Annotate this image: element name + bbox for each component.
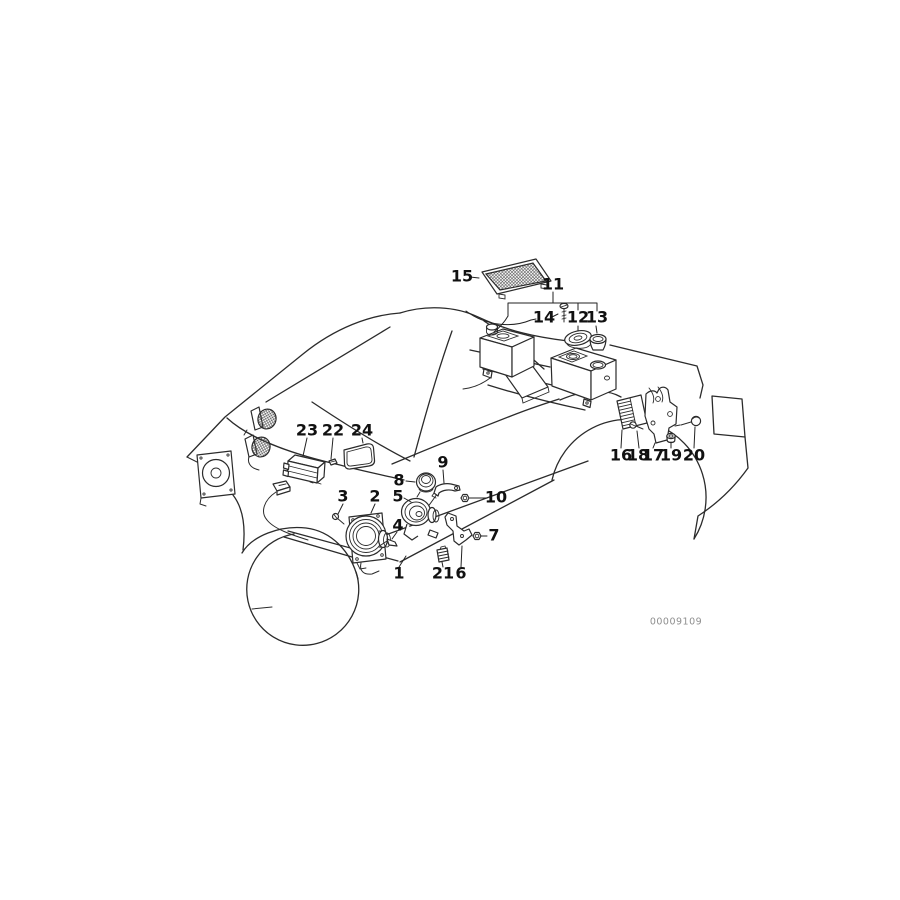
rear-tweeter-part-8 xyxy=(415,472,437,498)
cover-plate-part-24 xyxy=(343,443,376,470)
spade-terminal-part-4 xyxy=(380,538,398,547)
callout-3: 3 xyxy=(337,487,348,506)
callout-17: 17 xyxy=(642,446,664,465)
screw-part-18 xyxy=(629,421,644,430)
callout-9: 9 xyxy=(437,453,448,472)
hood-a-pillar-line xyxy=(186,312,401,458)
callout-11: 11 xyxy=(542,275,564,294)
door-sill-line xyxy=(311,401,411,462)
callout-16: 16 xyxy=(610,446,632,465)
callout-21: 21 xyxy=(432,564,454,583)
callout-1: 1 xyxy=(393,564,404,583)
screw-part-3 xyxy=(331,512,345,525)
clip-part-22 xyxy=(328,458,338,466)
bracket-part-9 xyxy=(431,483,461,499)
rear-shelf-edge xyxy=(609,344,704,399)
roof-line xyxy=(399,307,569,342)
radio-wire xyxy=(263,491,309,541)
callout-numbers: 1 2 3 4 5 6 7 8 9 10 11 12 13 14 15 16 1… xyxy=(296,267,705,583)
diagram-id-watermark: 00009109 xyxy=(650,617,702,628)
under-shelf-line xyxy=(487,384,586,411)
head-unit-part-23 xyxy=(282,454,326,485)
grommet-part-13 xyxy=(589,333,607,351)
callout-24: 24 xyxy=(351,421,373,440)
quarter-beltline xyxy=(391,398,560,465)
callout-20: 20 xyxy=(683,446,705,465)
nut-part-7 xyxy=(472,531,482,541)
callout-14: 14 xyxy=(533,308,555,327)
door-speaker-part-2 xyxy=(345,512,391,570)
front-arch-tick xyxy=(251,606,273,610)
callout-8: 8 xyxy=(393,471,404,490)
callout-5: 5 xyxy=(392,487,403,506)
nut-part-19 xyxy=(666,432,676,444)
bolt-part-20 xyxy=(674,415,702,427)
callout-22: 22 xyxy=(322,421,344,440)
wiring-harness xyxy=(247,377,491,575)
callout-7: 7 xyxy=(488,526,499,545)
callout-10: 10 xyxy=(485,488,507,507)
speaker-cone-base xyxy=(566,343,591,349)
speaker-grille-part-15 xyxy=(481,258,552,300)
callout-13: 13 xyxy=(586,308,608,327)
windshield-inner-line xyxy=(265,326,391,403)
front-lower-line-b xyxy=(283,536,353,558)
speaker-cone-part-12 xyxy=(564,329,592,347)
rear-wheel-arch xyxy=(551,418,707,540)
callout-18: 18 xyxy=(627,446,649,465)
rear-speaker-box-left-part-11 xyxy=(479,323,550,404)
callout-12: 12 xyxy=(567,308,589,327)
front-door-speaker xyxy=(196,450,236,507)
front-tweeter-lower xyxy=(244,434,271,458)
car-body-outline xyxy=(186,307,749,646)
front-valance-line xyxy=(232,494,245,551)
tail-light-panel xyxy=(711,395,746,438)
rocker-line xyxy=(399,479,555,563)
speaker2-wire xyxy=(360,562,380,575)
front-wheel-arch xyxy=(241,526,359,580)
callout-6: 6 xyxy=(455,564,466,583)
callout-leader-lines xyxy=(302,276,696,568)
box1-wire xyxy=(462,377,491,390)
rear-bumper-line xyxy=(693,436,749,540)
wire-connector xyxy=(272,480,291,496)
rear-speaker-box-right-part-11 xyxy=(550,347,617,409)
callout-4: 4 xyxy=(392,516,403,535)
b-pillar-line xyxy=(413,330,453,458)
callout-19: 19 xyxy=(660,446,682,465)
callout-2: 2 xyxy=(369,487,380,506)
callout-15: 15 xyxy=(451,267,473,286)
midrange-speaker-part-5 xyxy=(400,497,440,541)
ribbed-block-part-21 xyxy=(436,545,450,563)
nose-end-line xyxy=(186,456,200,464)
front-wheel-circle xyxy=(246,533,360,646)
nut-part-10 xyxy=(460,493,470,503)
callout-23: 23 xyxy=(296,421,318,440)
front-tweeter-upper xyxy=(243,406,277,436)
support-bracket-part-6 xyxy=(444,512,473,546)
